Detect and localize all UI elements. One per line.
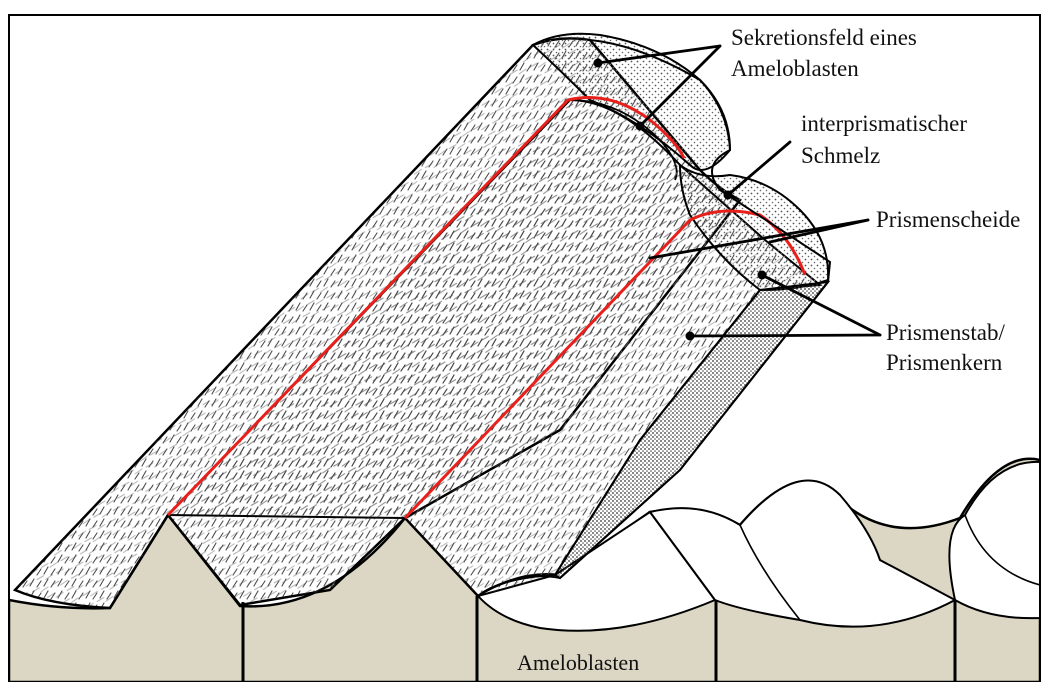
label-interprismatic-line2: Schmelz [801,143,880,168]
label-prism-sheath: Prismenscheide [876,207,1020,232]
label-prism-rod-line2: Prismenkern [886,350,1003,375]
label-secretion-field-line2: Ameloblasten [731,56,859,81]
label-secretion-field-line1: Sekretionsfeld eines [731,25,917,50]
label-ameloblasts: Ameloblasten [517,650,639,675]
label-prism-rod-line1: Prismenstab/ [886,320,1005,345]
label-interprismatic-line1: interprismatischer [801,111,967,136]
